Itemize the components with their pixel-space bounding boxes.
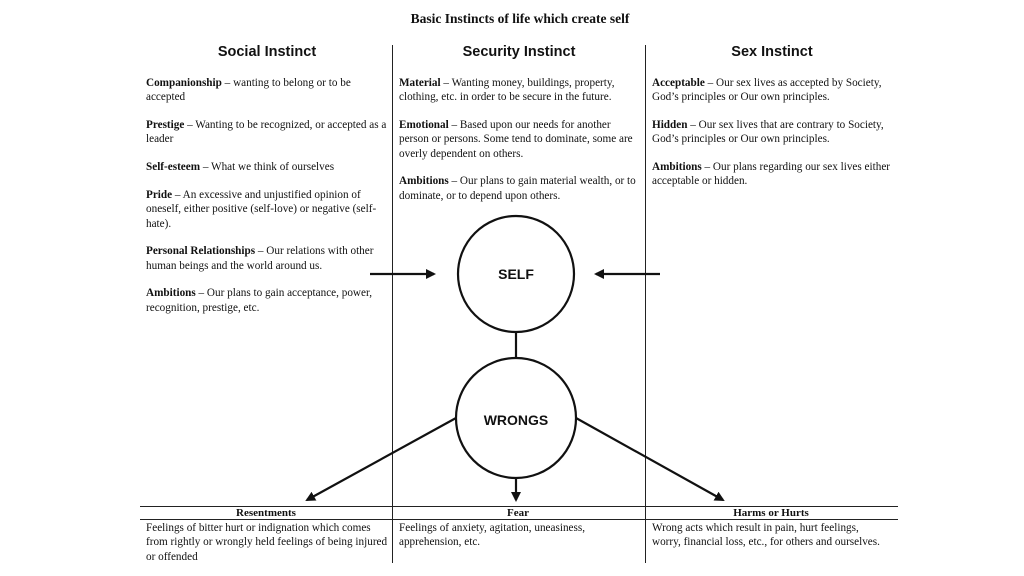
social-item-personal-relationships: Personal Relationships – Our relations w…	[146, 245, 374, 272]
page-title: Basic Instincts of life which create sel…	[410, 11, 630, 26]
fear-heading: Fear	[507, 507, 529, 519]
social-item-pride: Pride – An excessive and unjustified opi…	[146, 188, 377, 230]
resentments-description: Feelings of bitter hurt or indignation w…	[146, 522, 388, 563]
outcome-rule-bottom	[140, 519, 898, 520]
sex-item-hidden: Hidden – Our sex lives that are contrary…	[652, 119, 884, 146]
sex-item-ambitions: Ambitions – Our plans regarding our sex …	[652, 161, 891, 188]
sex-instinct-list: Acceptable – Our sex lives as accepted b…	[652, 76, 890, 202]
social-item-prestige: Prestige – Wanting to be recognized, or …	[146, 119, 387, 146]
harms-heading: Harms or Hurts	[733, 507, 809, 519]
social-item-ambitions: Ambitions – Our plans to gain acceptance…	[146, 287, 373, 314]
security-instinct-list: Material – Wanting money, buildings, pro…	[399, 76, 642, 217]
harms-description: Wrong acts which result in pain, hurt fe…	[652, 522, 880, 549]
social-instinct-list: Companionship – wanting to belong or to …	[146, 76, 389, 329]
sex-instinct-heading: Sex Instinct	[731, 44, 813, 60]
resentments-heading: Resentments	[236, 507, 296, 519]
wrongs-to-harms-arrow	[575, 417, 725, 501]
wrongs-to-resentments-arrow	[305, 417, 457, 501]
security-instinct-heading: Security Instinct	[462, 44, 576, 60]
sex-item-acceptable: Acceptable – Our sex lives as accepted b…	[652, 77, 882, 104]
social-item-companionship: Companionship – wanting to belong or to …	[146, 77, 351, 104]
column-divider-right	[645, 45, 646, 563]
social-instinct-heading: Social Instinct	[217, 44, 317, 60]
security-item-material: Material – Wanting money, buildings, pro…	[399, 77, 615, 104]
self-label: SELF	[498, 266, 534, 282]
wrongs-label: WRONGS	[483, 412, 549, 428]
security-item-emotional: Emotional – Based upon our needs for ano…	[399, 119, 633, 160]
social-item-self-esteem: Self-esteem – What we think of ourselves	[146, 161, 335, 174]
column-divider-left	[392, 45, 393, 563]
security-item-ambitions: Ambitions – Our plans to gain material w…	[399, 175, 636, 202]
outcome-rule-top	[140, 506, 898, 507]
fear-description: Feelings of anxiety, agitation, uneasine…	[399, 522, 586, 549]
